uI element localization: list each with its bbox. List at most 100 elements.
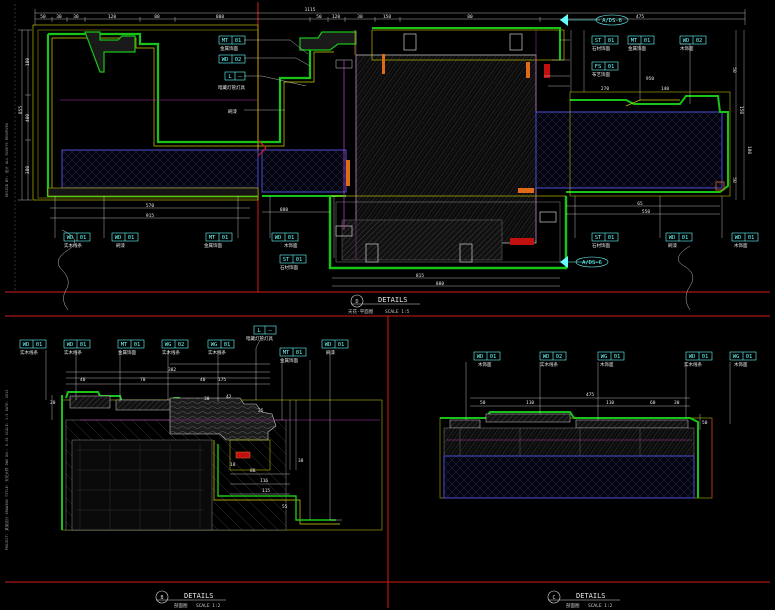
br-dim-lines <box>470 397 701 430</box>
bottom-dims-lines <box>50 205 720 287</box>
dim-label: 55 <box>282 504 288 510</box>
dim-label: 50 <box>316 14 322 20</box>
top-dim-line <box>34 9 746 25</box>
title-number: D <box>355 299 358 305</box>
top-tag-1: MT 01 金属饰面 <box>218 35 246 52</box>
side-text: PROJECT: 某某设计 DRAWING TITLE: 天花大样 DWG NO… <box>4 390 9 551</box>
section-tag-bottom: A/DS-6 <box>560 256 609 268</box>
tag-num: 01 <box>746 354 753 360</box>
dim-label: 110 <box>526 400 534 406</box>
dim-label: 380 <box>25 166 31 174</box>
tag-note: 石材饰面 <box>592 45 610 52</box>
tag-num: 01 <box>296 350 303 356</box>
tag-num: 01 <box>644 38 651 44</box>
dim-label: 150 <box>738 106 744 114</box>
right-panel <box>535 30 745 200</box>
top-tag-3: L — 暗藏灯管灯具 <box>218 71 245 91</box>
tag-num: 02 <box>556 354 563 360</box>
tag-code: WD <box>477 354 484 360</box>
tag-note: 金属饰面 <box>628 45 646 52</box>
tag-num: 02 <box>178 342 185 348</box>
dim-label: 270 <box>601 86 609 92</box>
dim-label: 915 <box>146 213 154 219</box>
dim-label: 120 <box>108 14 116 20</box>
tag-note: 实木线条 <box>540 361 558 368</box>
dim-label: 550 <box>642 209 650 215</box>
tag-note: 刷漆 <box>228 108 237 115</box>
br-tag-3: WD 01 实木线条 <box>684 351 713 368</box>
tag-note: 金属饰面 <box>280 357 298 364</box>
tag-num: 01 <box>608 64 615 70</box>
bl-tag-3: WG 02 实木线条 <box>161 339 189 356</box>
tag-num: 01 <box>608 235 615 241</box>
tag-code: WD <box>669 235 676 241</box>
section-tag-top: A/DS-6 <box>560 14 629 26</box>
dim-label: 800 <box>216 14 224 20</box>
dim-label: 150 <box>383 14 391 20</box>
top-tag-wd01-bl: WD 01 实木线条 <box>63 232 91 249</box>
tag-num: 01 <box>224 342 231 348</box>
bl-structure <box>61 360 383 531</box>
tag-num: 01 <box>338 342 345 348</box>
dim-label: 50 <box>40 14 46 20</box>
tag-num: 01 <box>682 235 689 241</box>
tag-code: MT <box>121 342 128 348</box>
dim-label: 42 <box>226 394 232 400</box>
br-title: C DETAILS 剖面图 SCALE 1:2 <box>547 590 620 609</box>
tag-code: ST <box>283 257 290 263</box>
dim-label: 60 <box>650 400 656 406</box>
tag-code: WD <box>689 354 696 360</box>
dim-label: 40 <box>200 377 206 383</box>
tag-num: 01 <box>80 235 87 241</box>
top-tag-st01-right: ST 01 石材饰面 <box>591 35 619 52</box>
tag-note: 木饰面 <box>734 242 748 249</box>
title-scale: SCALE 1:2 <box>196 603 221 609</box>
dim-label: 70 <box>140 377 146 383</box>
bl-title: B DETAILS 剖面图 SCALE 1:2 <box>155 590 226 609</box>
top-tag-st01-bm: ST 01 石材饰面 <box>279 254 307 271</box>
top-tag-st01-br: ST 01 石材饰面 <box>591 232 619 249</box>
top-detail: 1115 50 30 30 120 80 800 50 120 30 150 8… <box>4 7 759 315</box>
dim-label: 30 <box>204 396 210 402</box>
bl-tag-7: WD 01 刷漆 <box>321 339 349 356</box>
br-tag-4: WG 01 木饰面 <box>729 351 757 368</box>
dim-label: 175 <box>218 377 226 383</box>
tag-num: 01 <box>702 354 709 360</box>
tag-note: 实木线条 <box>20 349 38 356</box>
section-tag-label: A/DS-6 <box>582 260 602 266</box>
dim-label: 80 <box>154 14 160 20</box>
title-text: DETAILS <box>184 592 214 600</box>
left-dims <box>18 29 32 201</box>
dim-label: 855 <box>18 106 24 114</box>
tag-num: — <box>238 74 242 80</box>
dim-label: 110 <box>606 400 614 406</box>
tag-code: WD <box>735 235 742 241</box>
tag-code: L <box>257 328 261 334</box>
title-scale: SCALE 1:5 <box>385 309 410 315</box>
title-scale: SCALE 1:2 <box>588 603 613 609</box>
break-lines <box>57 229 694 311</box>
dim-label: 815 <box>416 273 424 279</box>
dim-label: 475 <box>586 392 594 398</box>
dim-label: 400 <box>25 114 31 122</box>
dim-label: 88 <box>250 468 256 474</box>
tag-note: 刷漆 <box>116 242 125 249</box>
dim-label: 50 <box>731 67 737 73</box>
tag-code: ST <box>595 235 602 241</box>
tag-code: WD <box>67 235 74 241</box>
tag-note: 布艺饰面 <box>592 71 610 78</box>
tag-note: 暗藏灯管灯具 <box>246 335 273 342</box>
dim-label: 475 <box>636 14 644 20</box>
bl-tag-5: L — 暗藏灯管灯具 <box>246 325 277 342</box>
tag-num: 01 <box>36 342 43 348</box>
tag-num: 01 <box>288 235 295 241</box>
dim-label: 50 <box>702 420 708 426</box>
dim-label: 65 <box>637 201 643 207</box>
tag-code: MT <box>222 38 229 44</box>
dim-label: 25 <box>258 408 264 414</box>
title-subtitle: 天花-平面图 <box>348 308 374 315</box>
tag-num: 02 <box>696 38 703 44</box>
tag-code: WD <box>23 342 30 348</box>
tag-num: 01 <box>222 235 229 241</box>
